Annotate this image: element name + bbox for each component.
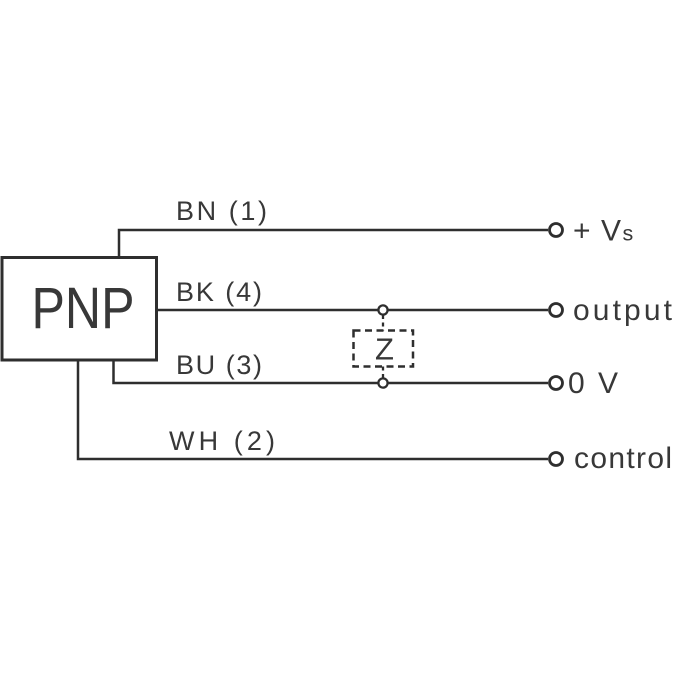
wire-label-wh: WH (2) [169, 426, 275, 456]
junction-node-output [377, 304, 389, 316]
terminal-label-output: output [573, 294, 673, 327]
terminal-label-vs-subscript: s [623, 222, 634, 246]
device-label: PNP [32, 276, 135, 341]
wire-wh-line [76, 360, 548, 461]
wire-label-bu: BU (3) [176, 350, 262, 380]
load-impedance-label: Z [375, 332, 394, 367]
wire-bn-line [117, 228, 548, 258]
terminal-label-zero-v: 0 V [568, 367, 618, 400]
terminal-circle-control [548, 451, 564, 467]
load-impedance-box [352, 329, 415, 368]
wire-label-bk: BK (4) [176, 277, 262, 307]
terminal-label-vs-prefix: +V [573, 215, 621, 248]
terminal-circle-vs [548, 222, 564, 238]
wire-label-bn: BN (1) [176, 196, 267, 226]
device-box [0, 256, 158, 362]
terminal-circle-zero-v [548, 375, 564, 391]
terminal-label-control: control [574, 442, 672, 475]
terminal-circle-output [548, 302, 564, 318]
wire-bu-line [112, 360, 548, 385]
junction-node-zero-v [377, 377, 389, 389]
